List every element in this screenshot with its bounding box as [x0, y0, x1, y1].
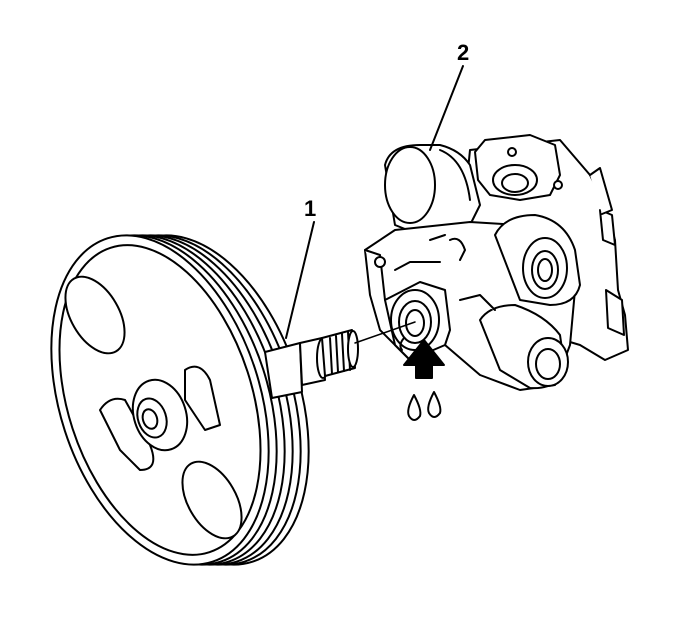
- callout-2-leader: [429, 65, 464, 151]
- pulley: [50, 234, 310, 566]
- pump-shaft: [264, 321, 416, 399]
- callout-1-label: 1: [304, 196, 317, 221]
- callout-2-label: 2: [457, 40, 470, 65]
- fluid-drops: [407, 391, 442, 421]
- insertion-arrow: [399, 337, 445, 379]
- pump-body: [364, 134, 629, 391]
- callout-1-leader: [285, 221, 315, 339]
